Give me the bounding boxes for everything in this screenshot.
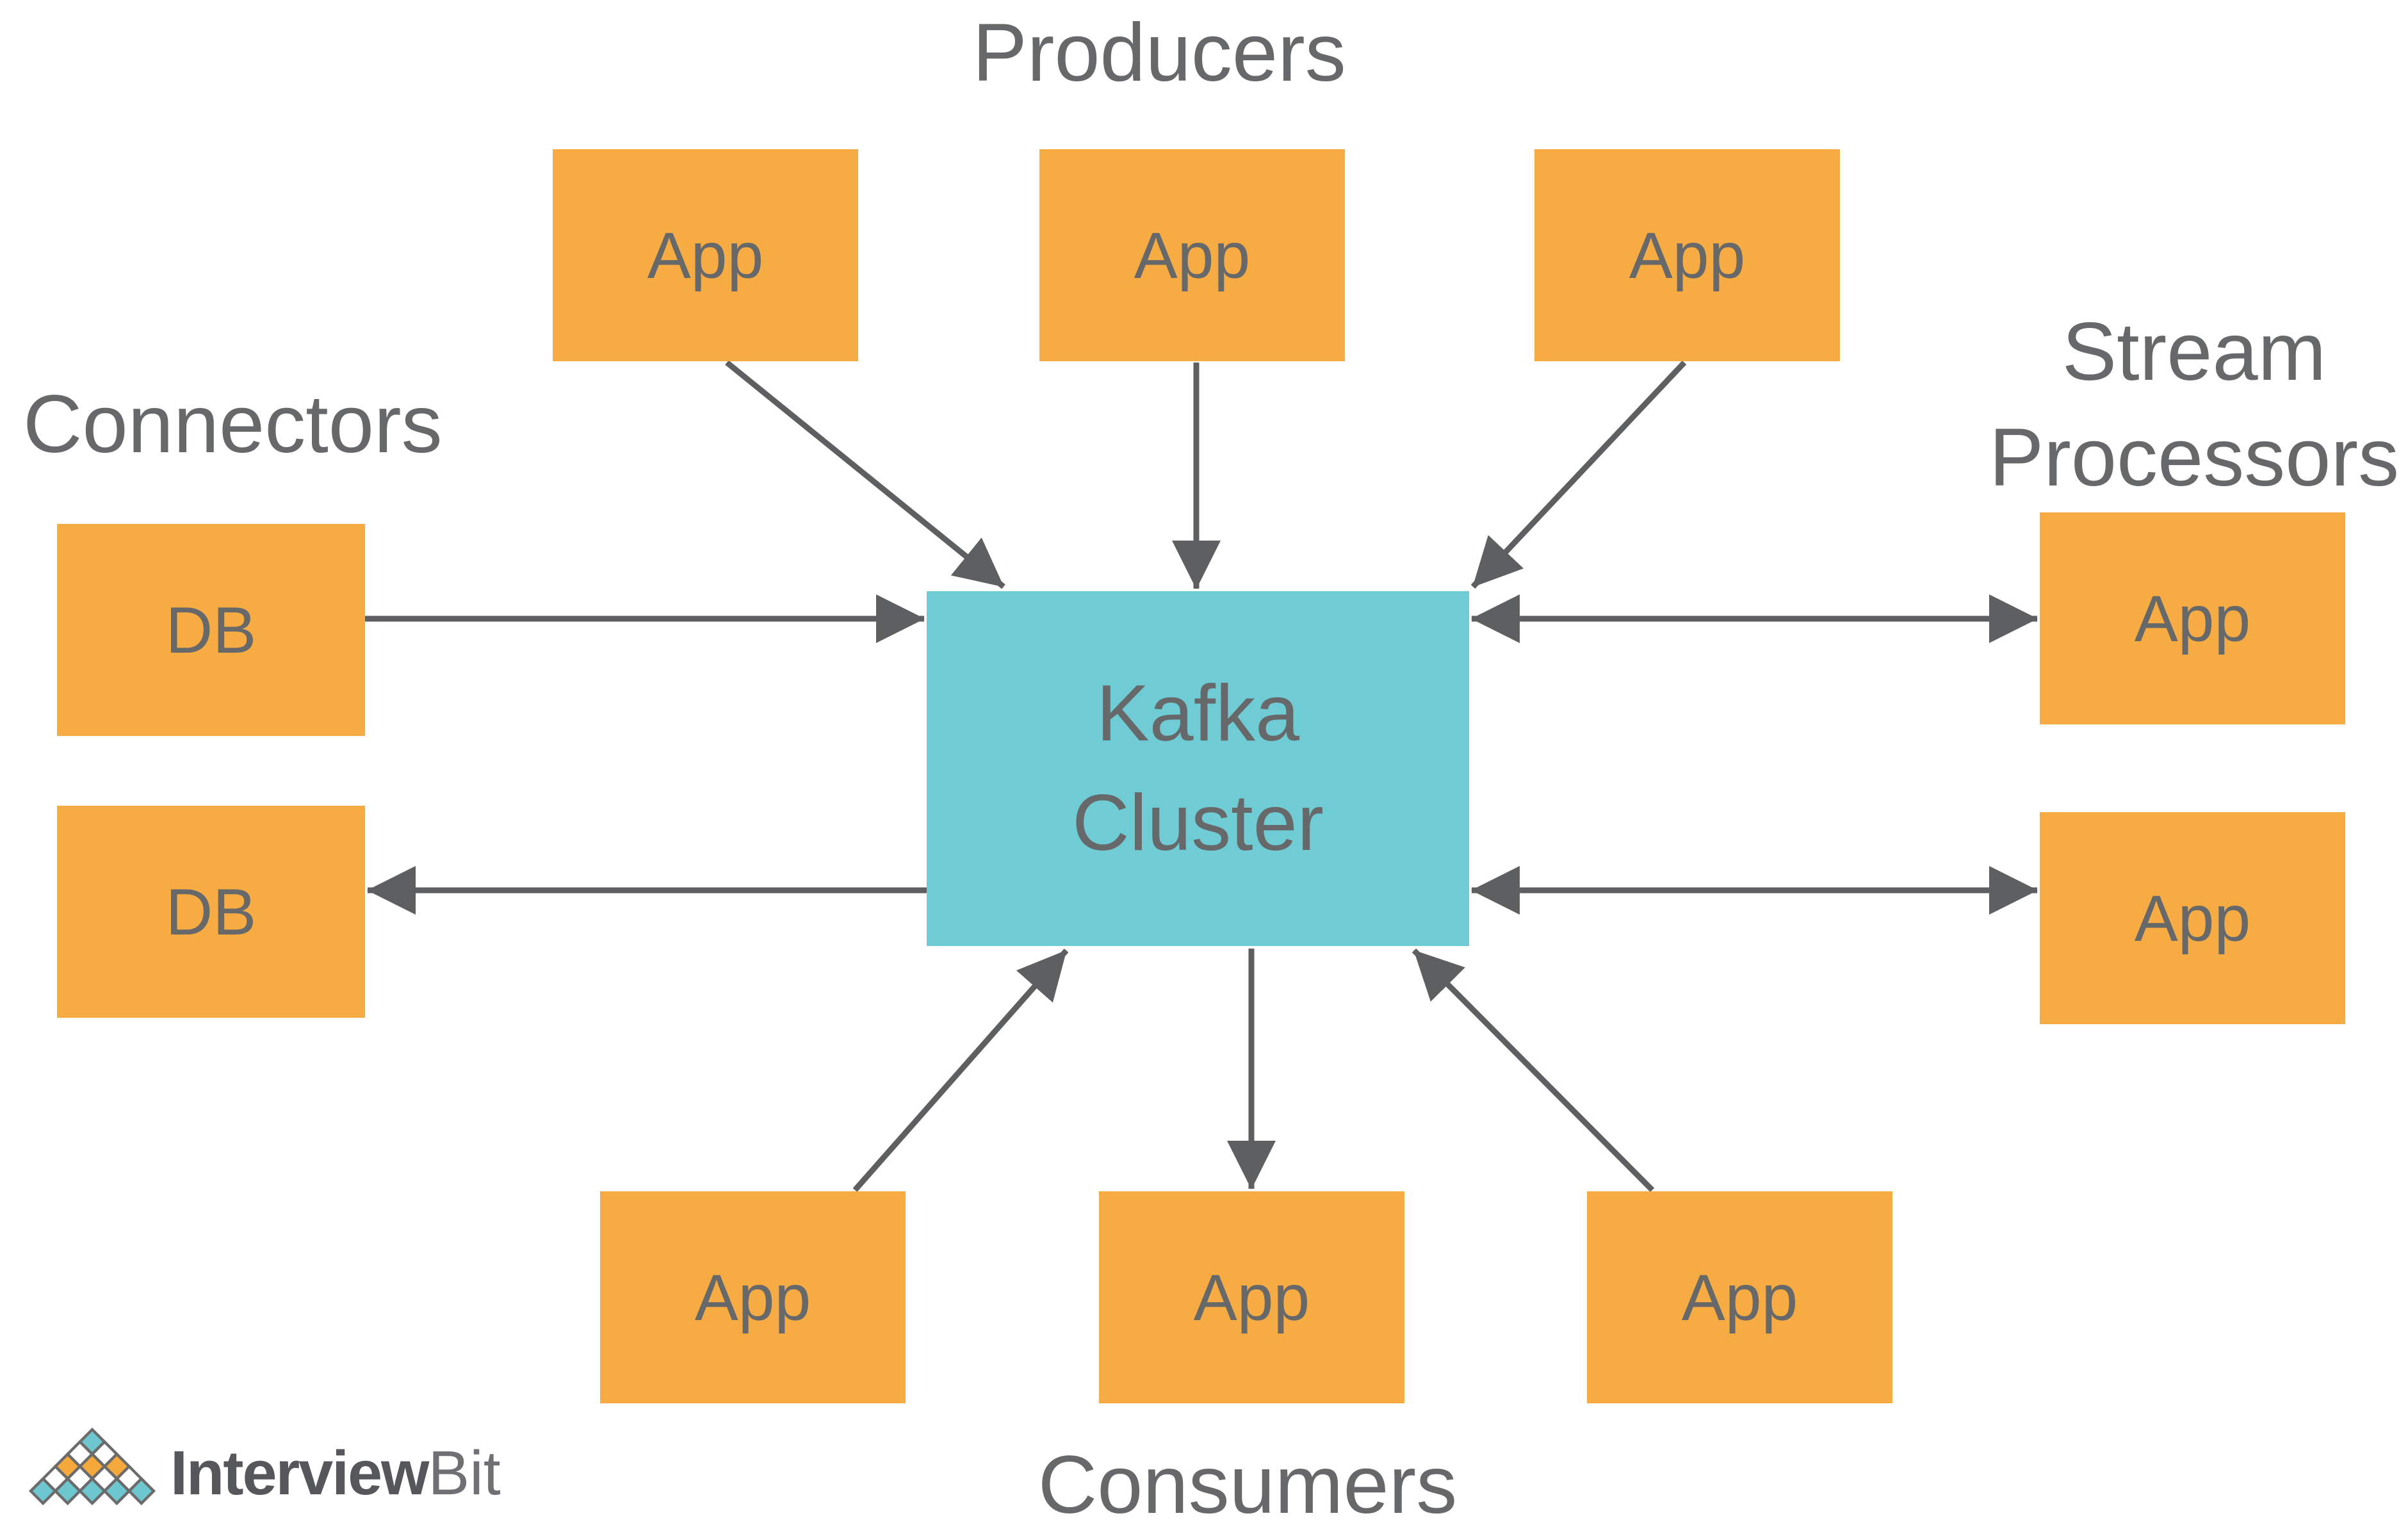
consumers-heading-label: Consumers — [1037, 1439, 1458, 1531]
kafka-cluster-label-line2: Cluster — [1072, 779, 1324, 867]
node-label: App — [647, 218, 764, 292]
node-label: App — [694, 1261, 811, 1334]
producer-app-node-3: App — [1534, 149, 1840, 361]
connector-db-node-2: DB — [57, 806, 365, 1018]
connectors-heading: Connectors — [23, 371, 443, 477]
arrow-producer-app-3-to-kafka — [1470, 360, 1687, 589]
logo-text-interview: Interview — [170, 1438, 429, 1508]
node-label: DB — [165, 593, 257, 667]
stream-processor-app-node-1: App — [2040, 512, 2345, 724]
consumer-app-node-2: App — [1099, 1191, 1404, 1403]
node-label: App — [1193, 1261, 1310, 1334]
interviewbit-pyramid-icon — [28, 1428, 156, 1505]
connectors-heading-label: Connectors — [23, 379, 443, 470]
consumers-heading: Consumers — [1038, 1432, 1457, 1534]
stream-processors-heading: Stream Processors — [1989, 299, 2399, 510]
consumer-app-node-3: App — [1587, 1191, 1892, 1403]
node-label: App — [1134, 218, 1251, 292]
consumer-app-node-1: App — [600, 1191, 906, 1403]
node-label: App — [1681, 1261, 1798, 1334]
kafka-cluster-node: Kafka Cluster — [927, 591, 1469, 946]
logo-text-bit: Bit — [428, 1438, 501, 1508]
arrow-consumer-app-1-to-kafka — [852, 949, 1069, 1192]
stream-processors-heading-line1: Stream — [2062, 306, 2327, 398]
stream-processor-app-node-2: App — [2040, 812, 2345, 1024]
producer-app-node-1: App — [553, 149, 858, 361]
connector-db-node-1: DB — [57, 524, 365, 736]
producers-heading-label: Producers — [972, 7, 1346, 99]
node-label: App — [1629, 218, 1746, 292]
producer-app-node-2: App — [1039, 149, 1345, 361]
producers-heading: Producers — [972, 0, 1346, 106]
interviewbit-logo: InterviewBit — [28, 1428, 501, 1505]
arrow-producer-app-1-to-kafka — [725, 360, 1005, 589]
node-label: App — [2134, 582, 2251, 655]
node-label: DB — [165, 875, 257, 949]
stream-processors-heading-line2: Processors — [1989, 412, 2400, 504]
node-label: App — [2134, 881, 2251, 955]
kafka-cluster-label-line1: Kafka — [1096, 669, 1300, 758]
arrow-consumer-app-3-to-kafka — [1411, 948, 1655, 1193]
logo-wordmark: InterviewBit — [170, 1442, 501, 1505]
